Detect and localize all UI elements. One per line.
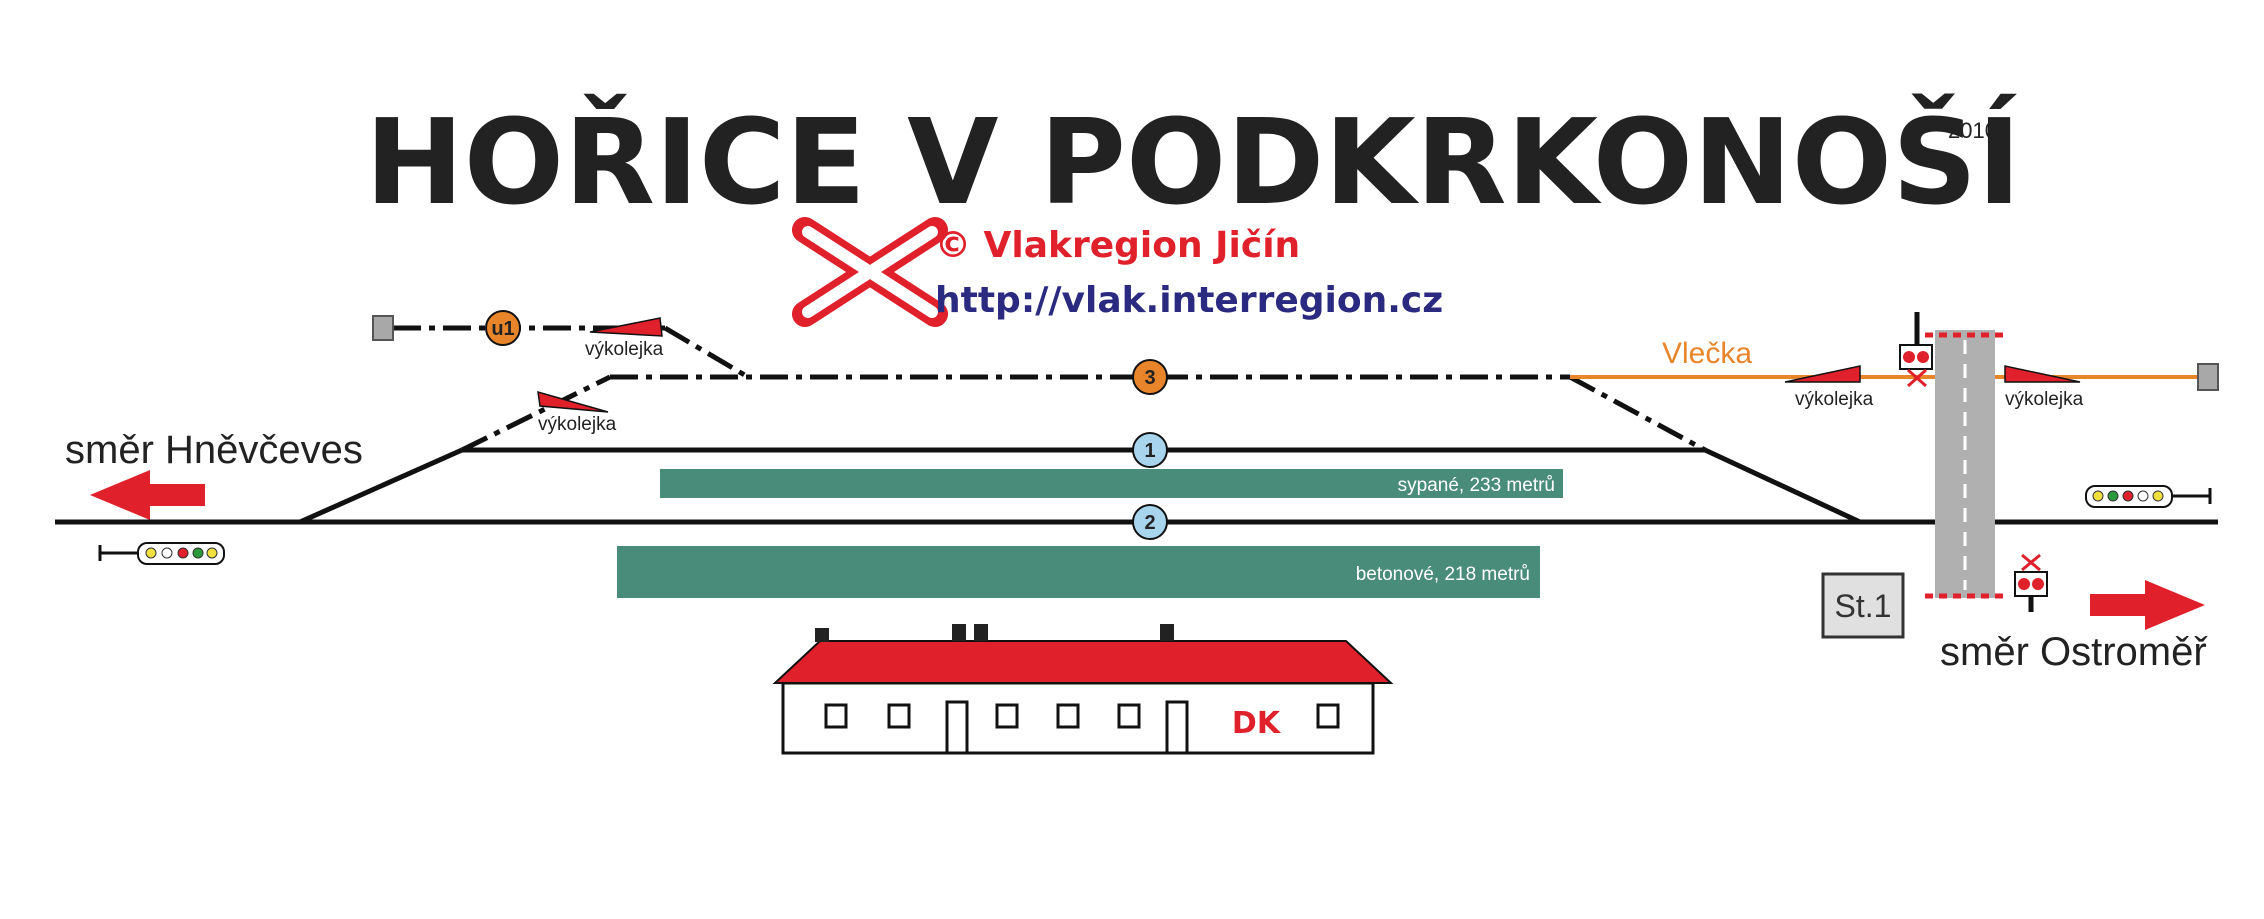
building-label: DK [1232,706,1282,741]
direction-right-label: směr Ostroměř [1940,630,2208,674]
track-number-2-label: 2 [1144,512,1155,534]
station-building: DK [772,624,1394,755]
derailer-icon [2004,365,2081,383]
signal-icon [98,542,225,565]
track-number-1: 1 [1132,432,1168,468]
platform-2-label: betonové, 218 metrů [1356,564,1530,585]
signal-icon [2085,485,2212,508]
derailer-label-3: výkolejka [1795,389,1874,410]
track-number-u1-label: u1 [491,318,514,340]
track-number-u1: u1 [485,310,521,346]
crossing-signal-icon [2014,553,2048,612]
buffer-stop-icon [2197,363,2219,391]
crossing-signal-icon [1899,312,1933,388]
platform-2 [617,546,1540,598]
track-number-3-label: 3 [1144,367,1155,389]
station-title: HOŘICE V PODKRKONOŠÍ [365,93,2021,231]
arrow-right-icon [2090,580,2205,630]
buffer-stop-icon [372,315,394,341]
derailer-icon [589,317,663,337]
direction-left-label: směr Hněvčeves [65,428,363,472]
track-number-1-label: 1 [1144,440,1155,462]
track-1 [298,447,1862,525]
level-crossing-logo-icon [792,217,948,327]
derailer-icon [537,390,609,413]
signal-box-label: St.1 [1835,588,1892,624]
siding-label: Vlečka [1662,337,1752,370]
track-u1 [393,325,750,380]
derailer-label-1: výkolejka [585,339,664,360]
derailer-label-4: výkolejka [2005,389,2084,410]
track-number-3: 3 [1132,359,1168,395]
derailer-icon [1784,365,1861,383]
arrow-left-icon [90,470,205,520]
platform-1-label: sypané, 233 metrů [1398,475,1555,496]
year-label: 2010 [1948,118,1997,143]
platform-1 [660,469,1563,498]
url-link[interactable]: http://vlak.interregion.cz [935,280,1443,321]
track-3 [460,374,1707,453]
track-number-2: 2 [1132,504,1168,540]
signal-box: St.1 [1821,572,1905,639]
copyright-label: © Vlakregion Jičín [935,225,1300,266]
derailer-label-2: výkolejka [538,414,617,435]
